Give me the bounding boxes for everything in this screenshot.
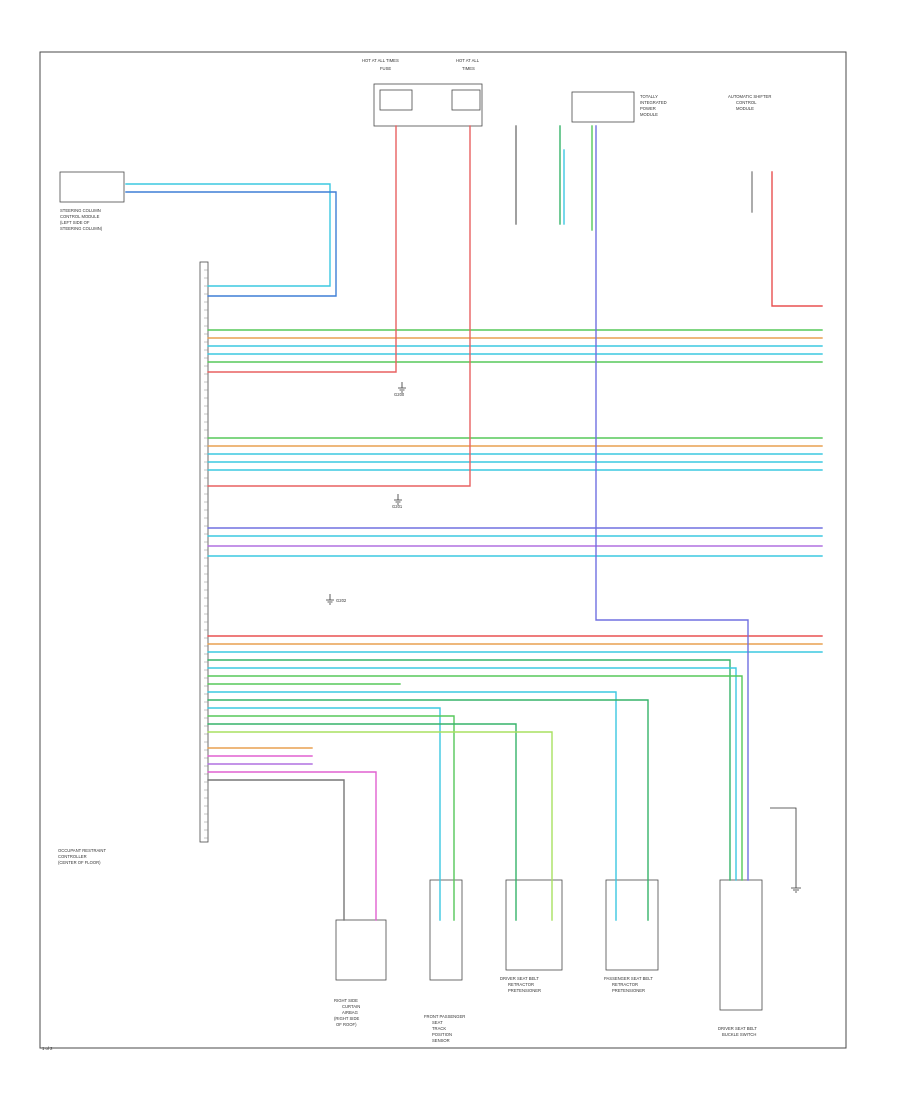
orc-label-1: OCCUPANT RESTRAINT	[58, 848, 106, 853]
passenger-pretensioner-wire-1	[207, 691, 617, 921]
curtain-label-3: AIRBAG	[342, 1010, 358, 1015]
ground-icon	[398, 382, 406, 393]
driver-pret-label-3: PRETENSIONER	[508, 988, 541, 993]
ground-label-3: G202	[336, 598, 347, 603]
track-sensor-wire-2	[207, 715, 455, 921]
driver-pretensioner-wire-2	[207, 731, 553, 921]
shifter-bus-wire	[595, 125, 749, 881]
component-connector	[719, 879, 763, 1011]
cruise-wire-1	[125, 183, 331, 287]
pass-pret-label-3: PRETENSIONER	[612, 988, 645, 993]
buckle-wire-1	[207, 659, 731, 881]
curtain-wire-1	[207, 771, 377, 921]
shifter-label-2: CONTROL	[736, 100, 757, 105]
curtain-wire-2	[207, 779, 345, 921]
ground-label-2: G201	[392, 504, 403, 509]
track-label-1: FRONT PASSENGER	[424, 1014, 465, 1019]
track-label-2: SEAT	[432, 1020, 443, 1025]
fuse-1	[379, 89, 413, 111]
tipm-label-1: TOTALLY	[640, 94, 658, 99]
pass-pret-label-1: PASSENGER SEAT BELT	[604, 976, 653, 981]
tipm-box	[571, 91, 635, 123]
fuse-label-3: HOT AT ALL	[456, 58, 480, 63]
buckle-wire-2	[207, 667, 737, 881]
buckle-label-1: DRIVER SEAT BELT	[718, 1026, 757, 1031]
component-connector	[335, 919, 387, 981]
orc-label-3: (CENTER OF FLOOR)	[58, 860, 101, 865]
fused-feed-wire-1	[207, 125, 397, 373]
buckle-label-2: BUCKLE SWITCH	[722, 1032, 756, 1037]
shifter-label-3: MODULE	[736, 106, 754, 111]
ground-icon	[394, 494, 402, 505]
orc-label-2: CONTROLLER	[58, 854, 87, 859]
sccm-label-2: CONTROL MODULE	[60, 214, 100, 219]
diagram-frame	[39, 51, 847, 1049]
curtain-label-1: RIGHT SIDE	[334, 998, 358, 1003]
fused-feed-wire-2	[207, 125, 471, 487]
track-label-4: POSITION	[432, 1032, 452, 1037]
ground-label-1: G200	[394, 392, 405, 397]
driver-pretensioner-wire-1	[207, 723, 517, 921]
tipm-label-3: POWER	[640, 106, 656, 111]
sccm-label-3: (LEFT SIDE OF	[60, 220, 90, 225]
ground-icon	[791, 880, 801, 893]
tipm-label-4: MODULE	[640, 112, 658, 117]
shifter-label-1: AUTOMATIC SHIFTER	[728, 94, 771, 99]
passenger-pretensioner-wire-2	[207, 699, 649, 921]
curtain-label-5: OF ROOF)	[336, 1022, 357, 1027]
cruise-switch-box	[59, 171, 125, 203]
ground-icon	[326, 594, 334, 605]
sccm-label-4: STEERING COLUMN)	[60, 226, 103, 231]
component-connector	[429, 879, 463, 981]
orc-connector	[199, 261, 209, 843]
fuse-2	[451, 89, 481, 111]
track-label-5: SENSOR	[432, 1038, 450, 1043]
wire-group	[204, 269, 823, 1011]
curtain-label-4: (RIGHT SIDE	[334, 1016, 359, 1021]
fuse-label-2: FUSE	[380, 66, 391, 71]
track-label-3: TRACK	[432, 1026, 446, 1031]
pass-pret-label-2: RETRACTOR	[612, 982, 638, 987]
driver-pret-label-1: DRIVER SEAT BELT	[500, 976, 539, 981]
fuse-label-4: TIMES	[462, 66, 475, 71]
component-connector	[605, 879, 659, 971]
component-connector	[505, 879, 563, 971]
buckle-wire-3	[207, 675, 743, 881]
corner-label: 1 of 2	[42, 1046, 53, 1051]
cruise-wire-2	[125, 191, 337, 297]
buckle-switch-wire	[770, 807, 797, 880]
track-sensor-wire-1	[207, 707, 441, 921]
curtain-label-2: CURTAIN	[342, 1004, 360, 1009]
tipm-label-2: INTEGRATED	[640, 100, 667, 105]
fuse-label-1: HOT AT ALL TIMES	[362, 58, 399, 63]
shifter-wire-2	[771, 171, 823, 307]
sccm-label-1: STEERING COLUMN	[60, 208, 101, 213]
driver-pret-label-2: RETRACTOR	[508, 982, 534, 987]
